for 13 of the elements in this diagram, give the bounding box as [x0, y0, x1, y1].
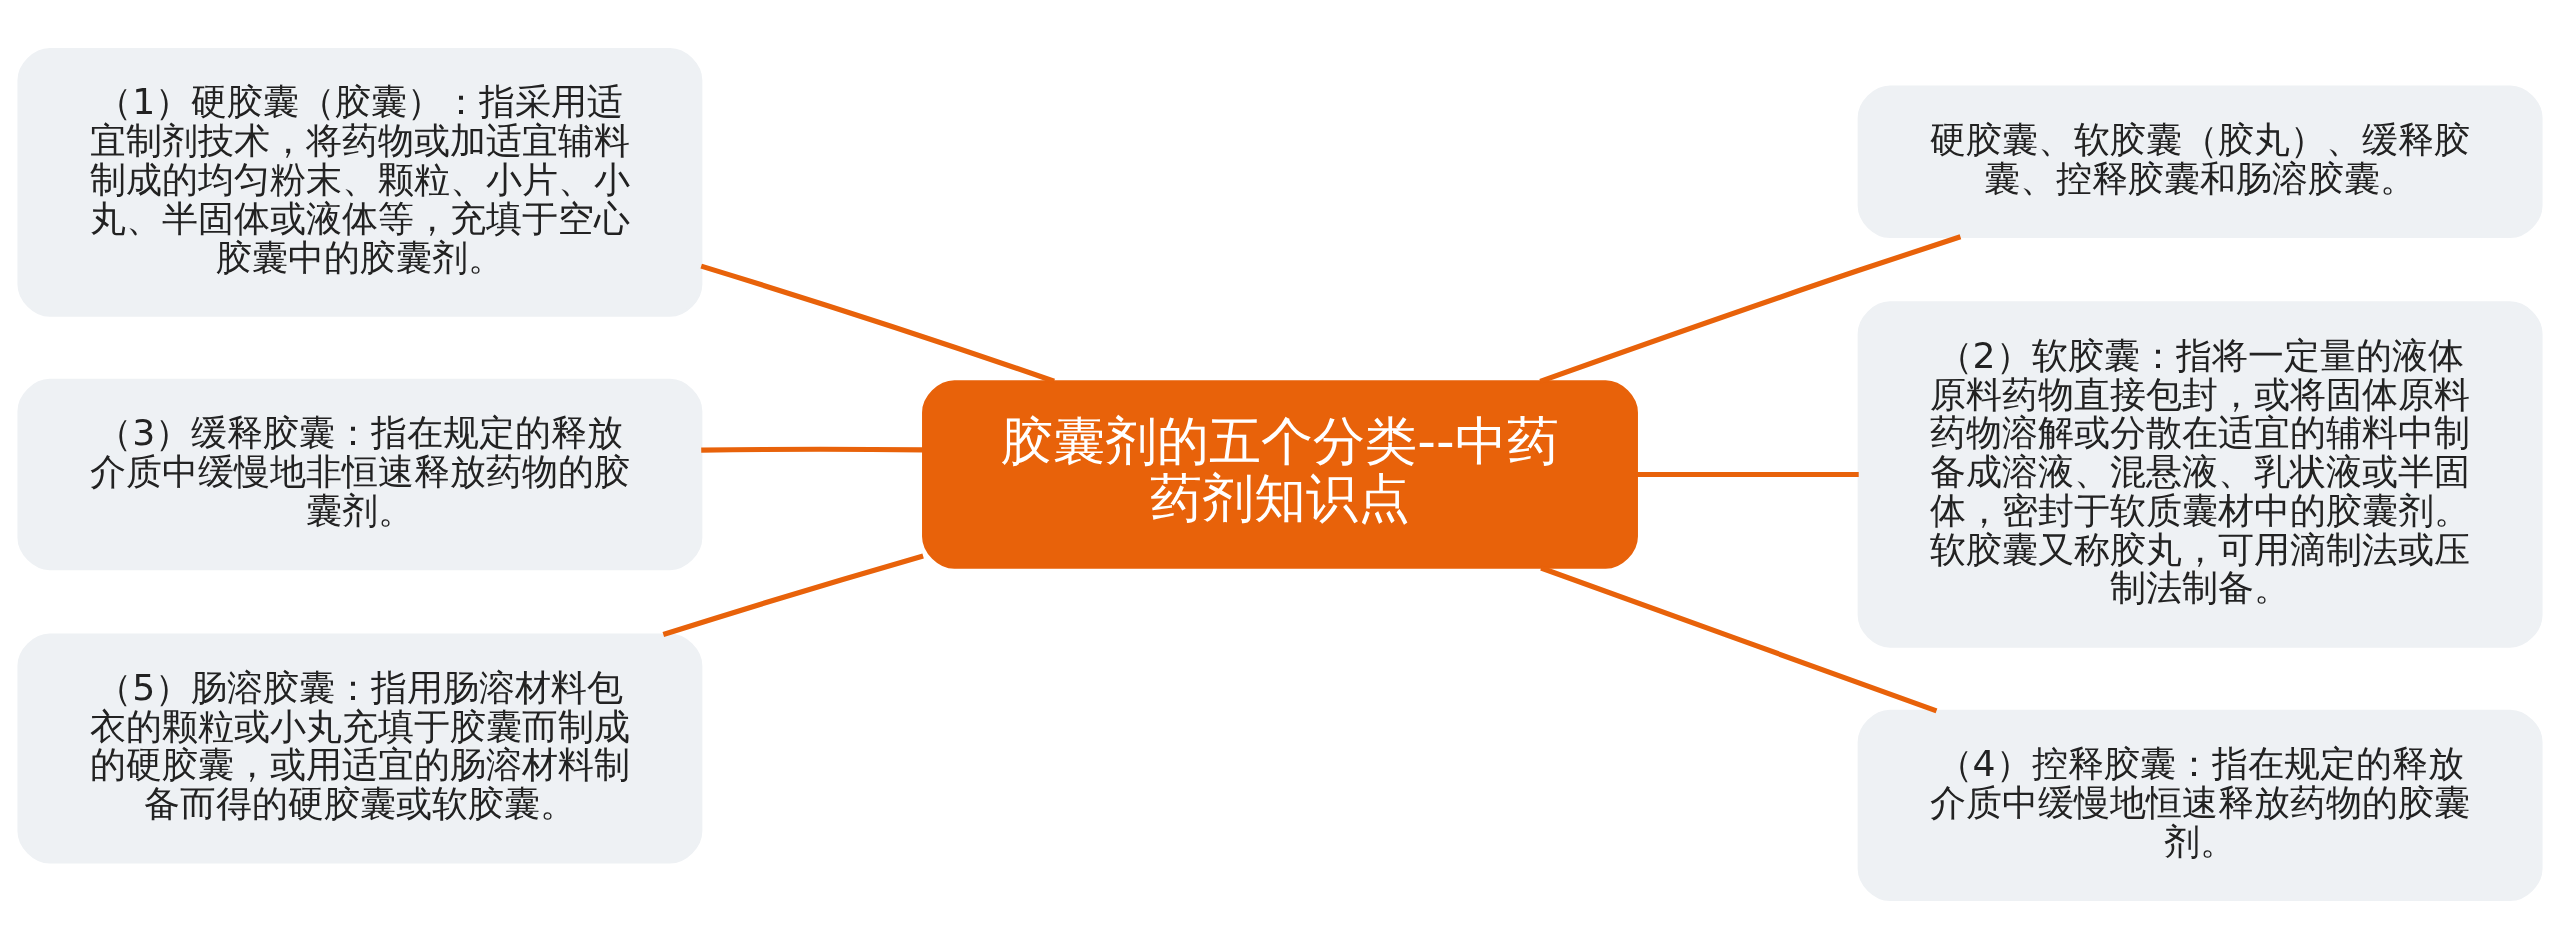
connector: [1540, 565, 1938, 714]
node-box: 胶囊剂的五个分类--中药药剂知识点: [922, 380, 1638, 569]
node-box: （1）硬胶囊（胶囊）：指采用适宜制剂技术，将药物或加适宜辅料制成的均匀粉末、颗粒、小片、小丸、半固体或液体等，充填于空心胶囊中的胶囊剂。: [17, 48, 703, 317]
connector: [1539, 234, 1962, 384]
node-box: 硬胶囊、软胶囊（胶丸）、缓释胶囊、控释胶囊和肠溶胶囊。: [1857, 85, 2543, 238]
node-box: （4）控释胶囊：指在规定的释放介质中缓慢地恒速释放药物的胶囊剂。: [1857, 709, 2543, 901]
node-box: （2）软胶囊：指将一定量的液体原料药物直接包封，或将固体原料药物溶解或分散在适宜的辅料中制备成溶液、混悬液、乳状液或半固体，密封于软质囊材中的胶囊剂。软胶囊又称胶丸，可用滴制法或压制法制备。: [1857, 301, 2543, 648]
connector: [662, 553, 924, 637]
node-box: （5）肠溶胶囊：指用肠溶材料包衣的颗粒或小丸充填于胶囊而制成的硬胶囊，或用适宜的肠溶材料制备而得的硬胶囊或软胶囊。: [17, 633, 703, 864]
connector: [1637, 471, 1859, 478]
node-box: （3）缓释胶囊：指在规定的释放介质中缓慢地非恒速释放药物的胶囊剂。: [17, 378, 703, 571]
connector: [701, 446, 923, 453]
connector: [700, 263, 1055, 384]
